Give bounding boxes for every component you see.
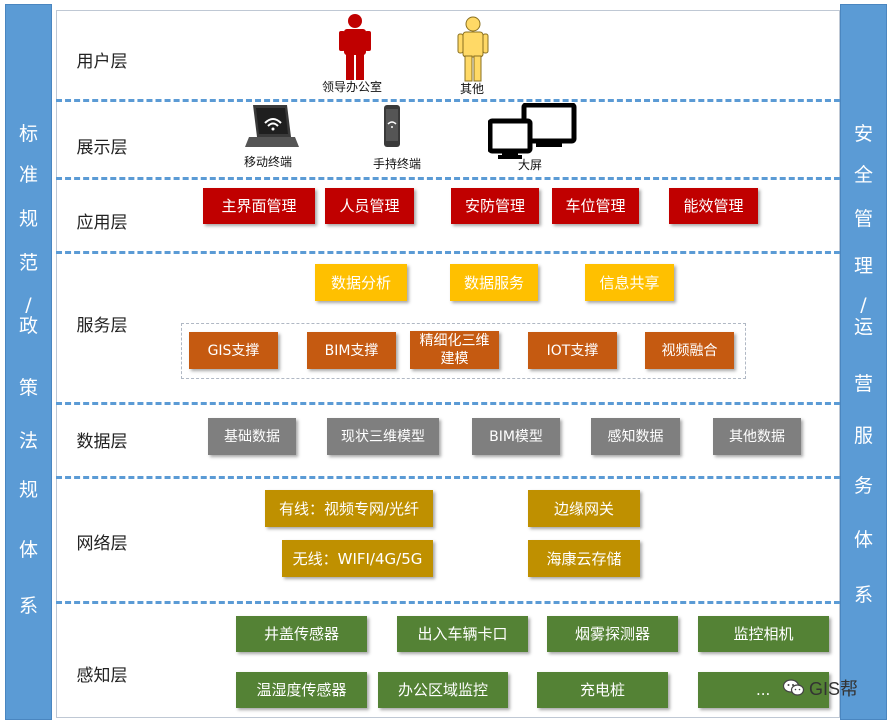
right-panel-char: 系 [853,584,873,606]
watermark: GIS帮 [783,675,858,701]
left-panel-char: 体 [18,539,38,561]
service-data-service-box: 数据服务 [450,264,538,301]
support-gis-box: GIS支撑 [189,332,278,369]
network-wireless-box: 无线：WIFI/4G/5G [282,540,433,577]
left-panel-char: 范 [18,252,38,274]
right-panel-char: 营 [853,373,873,395]
sensor-vehicle-gate-box: 出入车辆卡口 [397,616,528,652]
sensor-charging-pile-box: 充电桩 [537,672,668,708]
sensor-temp-humidity-box: 温湿度传感器 [236,672,367,708]
person-red-icon [339,14,371,80]
data-basic-box: 基础数据 [208,418,296,455]
sensor-more-label: ... [756,681,771,699]
right-panel-char: 运 [853,316,873,338]
network-wired-box: 有线：视频专网/光纤 [265,490,433,527]
sensor-camera-box: 监控相机 [698,616,829,652]
user-leader-office-caption: 领导办公室 [322,80,383,94]
sensor-more-box: ... [698,672,829,708]
left-panel-char: 标 [18,123,38,145]
network-cloud-storage-box: 海康云存储 [528,540,640,577]
big-screen-icon [488,103,577,159]
data-other-box: 其他数据 [713,418,801,455]
left-panel-char: / [25,294,32,316]
support-bim-box: BIM支撑 [307,332,396,369]
right-panel-char: / [860,294,867,316]
right-panel-char: 全 [853,164,873,186]
layer-label-network: 网络层 [76,534,128,554]
user-others-caption: 其他 [460,82,485,96]
layer-separator [56,402,840,405]
watermark-text: GIS帮 [809,679,859,699]
left-panel-char: 法 [18,430,38,452]
app-main-interface-box: 主界面管理 [203,188,315,224]
app-energy-box: 能效管理 [669,188,758,224]
layer-label-display: 展示层 [76,138,128,158]
layer-label-user: 用户层 [76,52,128,72]
layer-label-perception: 感知层 [76,666,128,686]
display-handheld-caption: 手持终端 [373,157,422,171]
left-standards-panel: 标 准 规 范 / 政 策 法 规 体 系 [5,4,52,720]
display-big-screen-caption: 大屏 [518,158,543,172]
layer-label-service: 服务层 [76,316,128,336]
right-panel-char: 务 [853,475,873,497]
layer-separator [56,99,840,102]
app-parking-box: 车位管理 [552,188,639,224]
architecture-frame [56,10,840,718]
right-panel-char: 管 [853,208,873,230]
left-panel-char: 规 [18,208,38,230]
layer-separator [56,476,840,479]
layer-separator [56,177,840,180]
app-security-box: 安防管理 [451,188,539,224]
right-security-panel: 安 全 管 理 / 运 营 服 务 体 系 [840,4,887,720]
display-mobile-caption: 移动终端 [244,155,293,169]
data-3d-model-box: 现状三维模型 [327,418,439,455]
right-panel-char: 理 [853,255,873,277]
sensor-office-monitor-box: 办公区域监控 [378,672,508,708]
wechat-icon [783,679,805,696]
layer-separator [56,251,840,254]
support-iot-box: IOT支撑 [528,332,617,369]
app-personnel-box: 人员管理 [325,188,414,224]
left-panel-char: 规 [18,479,38,501]
layer-separator [56,601,840,604]
support-video-fusion-box: 视频融合 [645,332,734,369]
left-panel-char: 策 [18,377,38,399]
support-3d-modeling-box: 精细化三维建模 [410,331,499,369]
service-info-share-box: 信息共享 [585,264,674,301]
data-sensing-box: 感知数据 [591,418,680,455]
left-panel-char: 政 [18,315,38,337]
layer-label-data: 数据层 [76,432,128,452]
right-panel-char: 安 [853,123,873,145]
service-data-analysis-box: 数据分析 [315,264,407,301]
layer-label-application: 应用层 [76,213,128,233]
data-bim-model-box: BIM模型 [472,418,560,455]
network-edge-gateway-box: 边缘网关 [528,490,640,527]
left-panel-char: 系 [18,595,38,617]
left-panel-char: 准 [18,164,38,186]
right-panel-char: 体 [853,529,873,551]
person-yellow-icon [457,16,489,82]
handheld-icon [384,105,400,147]
sensor-manhole-box: 井盖传感器 [236,616,367,652]
sensor-smoke-detector-box: 烟雾探测器 [547,616,678,652]
laptop-icon [245,105,299,147]
support-group-outline [181,323,746,379]
right-panel-char: 服 [853,425,873,447]
